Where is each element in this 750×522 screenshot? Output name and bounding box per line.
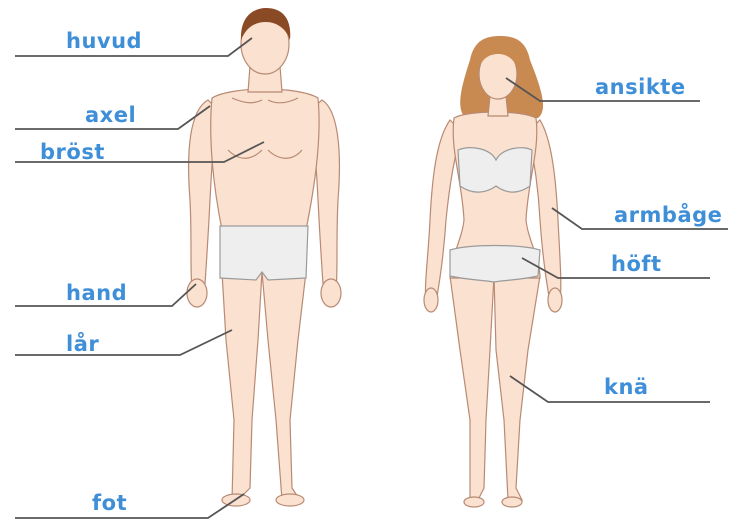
label-hand: hand — [66, 283, 127, 304]
male-figure — [187, 8, 341, 506]
label-hoft: höft — [611, 254, 662, 275]
label-lar: lår — [66, 334, 99, 355]
label-huvud: huvud — [66, 31, 142, 52]
label-axel: axel — [85, 105, 136, 126]
label-ansikte: ansikte — [595, 77, 686, 98]
leader-fot — [15, 494, 244, 518]
label-brost: bröst — [40, 142, 105, 163]
label-fot: fot — [92, 493, 127, 514]
label-armbage: armbåge — [614, 205, 722, 226]
label-kna: knä — [604, 377, 649, 398]
female-figure — [424, 36, 562, 507]
leader-lar — [15, 330, 232, 355]
